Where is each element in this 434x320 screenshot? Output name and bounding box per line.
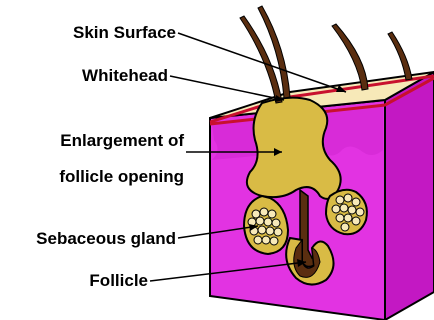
hair-4 [388,32,412,80]
leader-whitehead [170,76,284,100]
label-whitehead: Whitehead [14,63,168,89]
label-follicle: Follicle [14,268,148,294]
hair-1 [240,16,282,103]
label-sebaceous-gland: Sebaceous gland [4,226,176,252]
label-enlargement-line1: Enlargement of [14,128,184,154]
hair-3 [332,24,368,90]
label-enlargement-line2: follicle opening [14,164,184,190]
skin-block-side-face [385,72,434,320]
label-skin-surface: Skin Surface [14,20,176,46]
